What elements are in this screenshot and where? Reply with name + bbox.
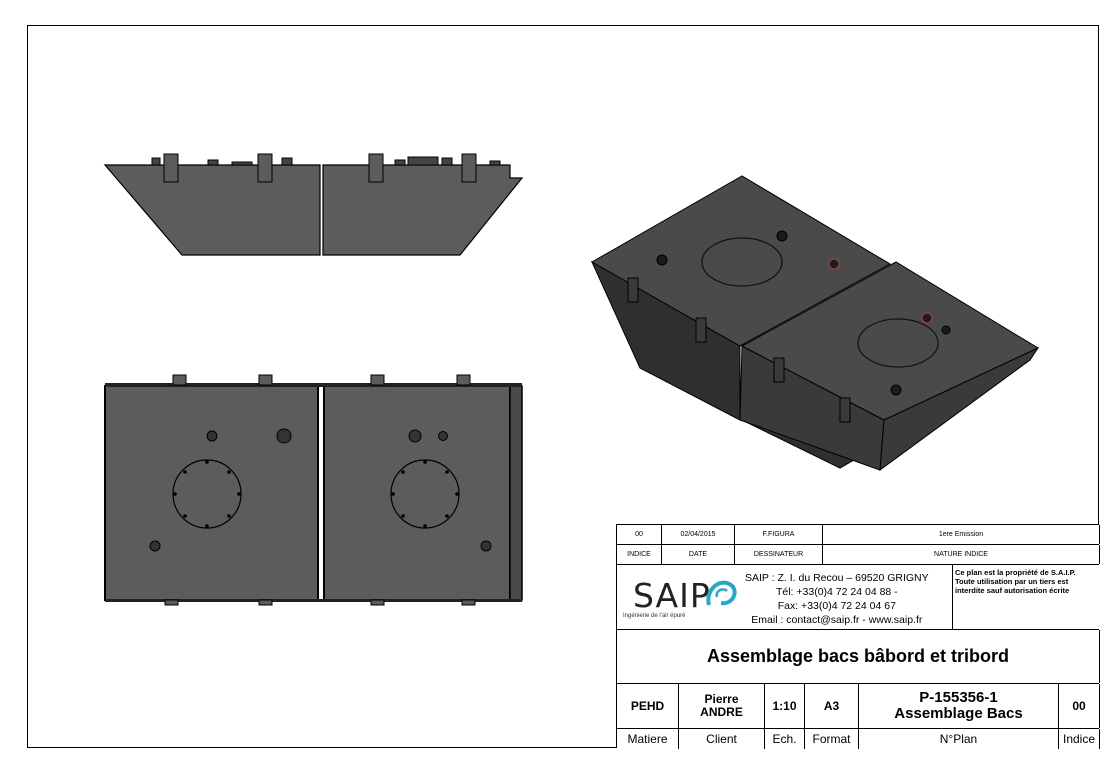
header-dessinateur: DESSINATEUR: [735, 545, 823, 564]
company-contact: SAIP : Z. I. du Recou – 69520 GRIGNY Tél…: [745, 571, 929, 627]
revision-date: 02/04/2015: [662, 525, 735, 544]
property-notice-line-3: interdite sauf autorisation écrite: [955, 586, 1070, 595]
front-view: [103, 153, 524, 256]
header-indice: INDICE: [617, 545, 662, 564]
matiere-label: Matiere: [617, 729, 679, 749]
company-address: SAIP : Z. I. du Recou – 69520 GRIGNY: [745, 572, 929, 584]
company-tel: Tél: +33(0)4 72 24 04 88 -: [775, 586, 898, 598]
plan-name: Assemblage Bacs: [894, 705, 1023, 722]
header-date: DATE: [662, 545, 735, 564]
property-notice-line-2: Toute utilisation par un tiers est: [955, 577, 1069, 586]
logo-tagline: Ingénierie de l'air épuré: [623, 613, 686, 619]
drawing-title: Assemblage bacs bâbord et tribord: [617, 630, 1100, 683]
revision-dessinateur: F.FIGURA: [735, 525, 823, 544]
revision-header-row: INDICE DATE DESSINATEUR NATURE INDICE: [617, 545, 1100, 565]
indice-value: 00: [1059, 684, 1100, 728]
company-info: SAIP Ingénierie de l'air épuré SAIP : Z.…: [617, 565, 953, 629]
echelle-value: 1:10: [765, 684, 805, 728]
property-notice: Ce plan est la propriété de S.A.I.P. Tou…: [955, 568, 1076, 595]
property-notice-line-1: Ce plan est la propriété de S.A.I.P.: [955, 568, 1076, 577]
company-row: SAIP Ingénierie de l'air épuré SAIP : Z.…: [617, 565, 1099, 630]
title-row: Assemblage bacs bâbord et tribord: [617, 630, 1100, 684]
labels-row: Matiere Client Ech. Format N°Plan Indice: [617, 729, 1100, 749]
client-value: Pierre ANDRE: [679, 684, 765, 728]
company-email: Email : contact@saip.fr - www.saip.fr: [751, 614, 923, 626]
values-row: PEHD Pierre ANDRE 1:10 A3 P-155356-1 Ass…: [617, 684, 1100, 729]
format-label: Format: [805, 729, 859, 749]
revision-row: 00 02/04/2015 F.FIGURA 1ere Emission: [617, 525, 1100, 545]
top-view-right-tank: [323, 385, 511, 601]
format-value: A3: [805, 684, 859, 728]
drawing-frame: [27, 25, 1099, 748]
title-block: 00 02/04/2015 F.FIGURA 1ere Emission IND…: [616, 524, 1100, 749]
echelle-label: Ech.: [765, 729, 805, 749]
isometric-view: [590, 175, 1040, 472]
logo-swirl-icon: [706, 580, 737, 606]
header-nature: NATURE INDICE: [823, 545, 1100, 564]
plan-number: P-155356-1: [919, 689, 998, 707]
indice-label: Indice: [1059, 729, 1100, 749]
revision-nature: 1ere Emission: [823, 525, 1100, 544]
revision-indice: 00: [617, 525, 662, 544]
matiere-value: PEHD: [617, 684, 679, 728]
plan-number-value: P-155356-1 Assemblage Bacs: [859, 684, 1059, 728]
plan-label: N°Plan: [859, 729, 1059, 749]
top-view-left-tank: [104, 385, 319, 601]
front-view-left-tank: [103, 164, 321, 256]
client-label: Client: [679, 729, 765, 749]
saip-logo: SAIP: [633, 576, 711, 615]
front-view-right-tank: [322, 164, 524, 256]
client-first-name: Pierre: [704, 692, 739, 707]
top-view: [104, 374, 523, 606]
company-fax: Fax: +33(0)4 72 24 04 67: [777, 600, 896, 612]
client-last-name: ANDRE: [700, 705, 743, 719]
